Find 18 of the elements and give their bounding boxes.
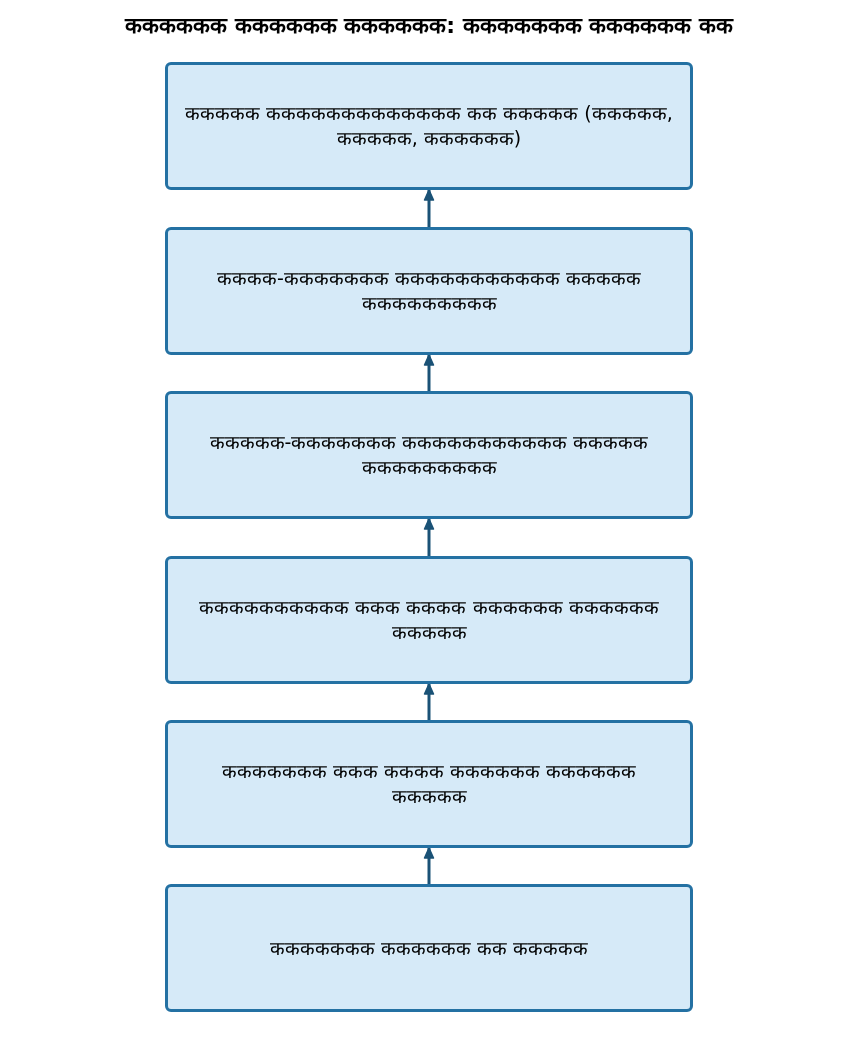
box-label: ककककक ककककककककककककक कक ककककक (ककककक, ककककक, कककककक) bbox=[184, 101, 674, 151]
arrow bbox=[423, 189, 435, 227]
process-box bbox=[165, 62, 693, 190]
process-box bbox=[165, 391, 693, 519]
box-label: ककककक-ककककककक ककककककककककक ककककक ककककककककक bbox=[208, 430, 650, 480]
arrow bbox=[423, 683, 435, 720]
arrow bbox=[423, 847, 435, 884]
process-box bbox=[165, 556, 693, 684]
process-box bbox=[165, 227, 693, 355]
box-label: ककककककक कककककक कक ककककक bbox=[269, 935, 589, 961]
box-label: कककक-ककककककक ककककककककककक ककककक ककककककककक bbox=[216, 266, 642, 316]
box-label: कककककककककक ककक कककक कककककक कककककक ककककक bbox=[198, 595, 660, 645]
process-box bbox=[165, 720, 693, 848]
arrow bbox=[423, 354, 435, 391]
diagram-title: कककककक कककककक कककककक: ककककककक कककककक कक bbox=[124, 12, 734, 40]
process-box bbox=[165, 884, 693, 1012]
arrow bbox=[423, 518, 435, 556]
box-label: ककककककक ककक कककक कककककक कककककक ककककक bbox=[220, 759, 638, 809]
